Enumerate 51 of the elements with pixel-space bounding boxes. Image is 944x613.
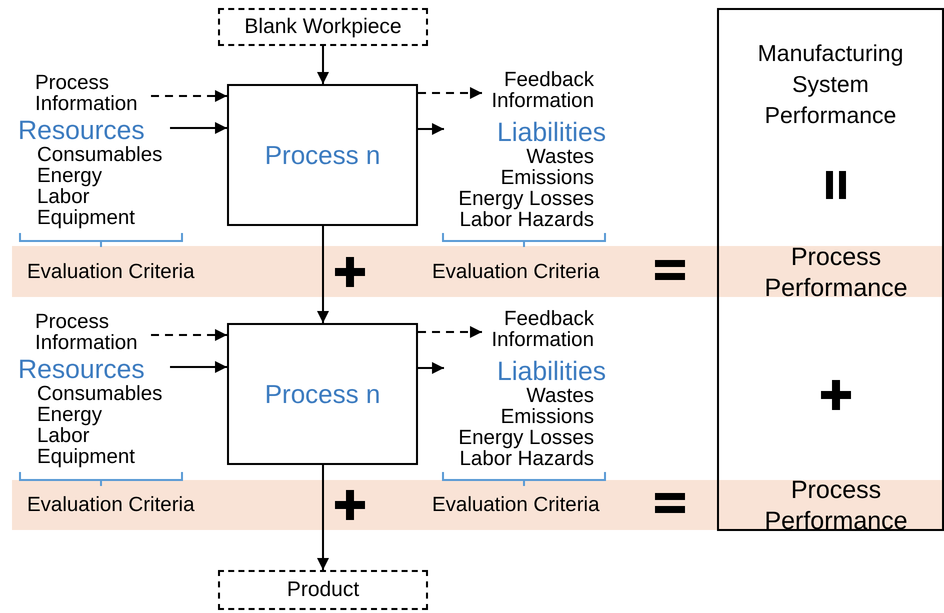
liability-item: Labor Hazards — [458, 209, 595, 230]
liability-item: Wastes — [525, 146, 595, 167]
performance-label: Process Performance — [763, 475, 909, 537]
process-box — [227, 323, 418, 465]
liability-item: Emissions — [500, 406, 595, 427]
arrow — [151, 90, 227, 102]
liability-item: Labor Hazards — [458, 448, 595, 469]
performance-box — [717, 8, 944, 531]
criteria-label: Evaluation Criteria — [27, 494, 194, 515]
dashed-box — [218, 8, 428, 46]
liability-item: Energy Losses — [457, 427, 595, 448]
resource-item: Energy — [36, 404, 103, 425]
arrow — [151, 329, 227, 341]
process-box — [227, 84, 418, 226]
liability-item: Emissions — [500, 167, 595, 188]
arrow — [170, 122, 227, 134]
process-label: Process n — [264, 378, 380, 410]
resource-item: Consumables — [36, 144, 164, 165]
arrow — [317, 226, 329, 323]
resource-item: Labor — [36, 186, 90, 207]
arrow — [317, 46, 329, 84]
process-label: Process n — [264, 140, 380, 170]
input-label: Process Information — [35, 311, 139, 353]
criteria-label: Evaluation Criteria — [432, 261, 600, 282]
arrow — [418, 123, 444, 135]
liability-item: Wastes — [525, 385, 595, 406]
liability-item: Energy Losses — [457, 188, 595, 209]
resources-heading: Resources — [18, 116, 146, 144]
arrow — [418, 362, 444, 374]
liabilities-heading: Liabilities — [496, 118, 606, 146]
resource-item: Labor — [36, 425, 90, 446]
resource-item: Equipment — [36, 207, 136, 228]
resource-item: Energy — [36, 165, 103, 186]
resource-item: Consumables — [36, 383, 164, 404]
box-label: Product — [286, 578, 360, 602]
liabilities-heading: Liabilities — [496, 357, 606, 385]
box-label: Blank Workpiece — [244, 15, 402, 39]
resource-item: Equipment — [36, 446, 136, 467]
criteria-label: Evaluation Criteria — [27, 261, 194, 282]
input-label: Process Information — [35, 72, 139, 114]
feedback-label: Feedback Information — [490, 308, 594, 350]
feedback-label: Feedback Information — [490, 69, 594, 111]
arrow — [418, 87, 482, 99]
criteria-label: Evaluation Criteria — [432, 494, 600, 515]
arrow — [418, 326, 482, 338]
dashed-box — [218, 570, 428, 610]
resources-heading: Resources — [18, 355, 146, 383]
arrow — [317, 465, 329, 570]
performance-label: Process Performance — [763, 242, 909, 304]
performance-title: Manufacturing System Performance — [756, 39, 904, 130]
arrow — [170, 361, 227, 373]
